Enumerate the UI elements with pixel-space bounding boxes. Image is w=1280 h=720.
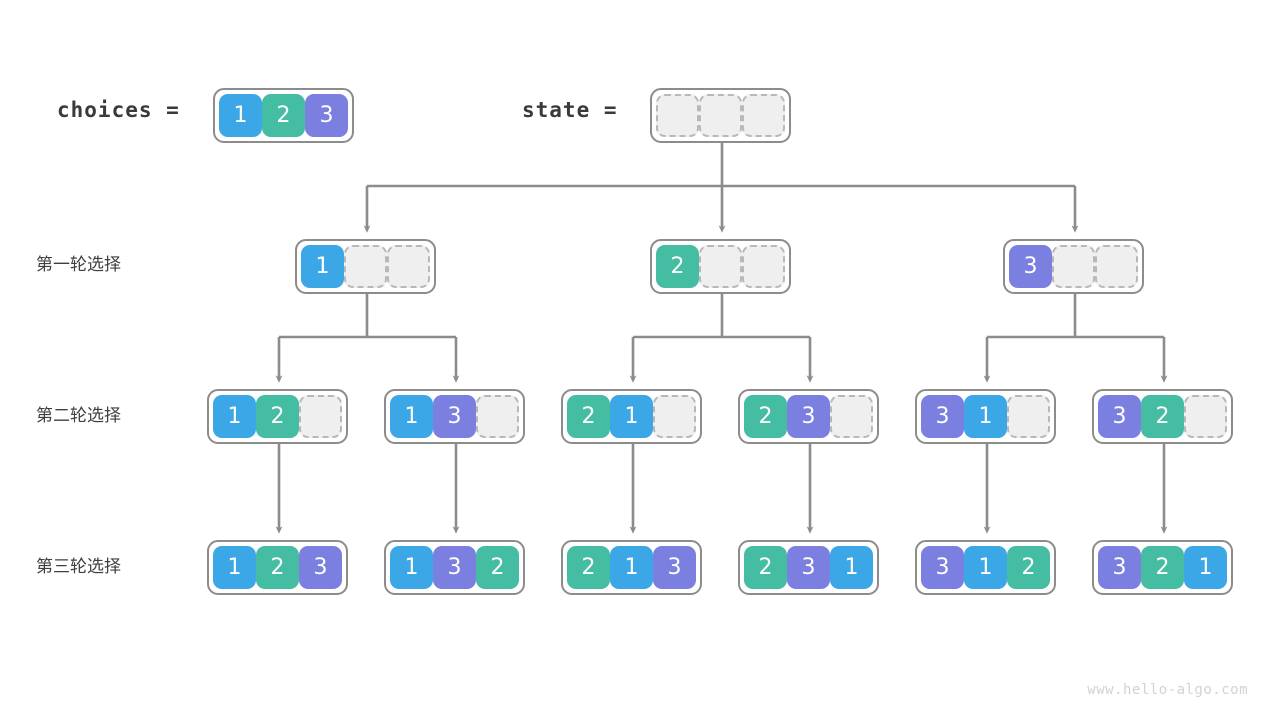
state-cell-filled: 1 [964,546,1007,589]
state-cell-empty [299,395,342,438]
state-cell-filled: 1 [301,245,344,288]
state-cell-filled: 2 [1141,546,1184,589]
state-cell-filled: 2 [256,546,299,589]
state-node-round1-2: 2 [650,239,791,294]
state-cell-filled: 2 [476,546,519,589]
state-cell-empty [344,245,387,288]
state-cell-filled: 3 [787,395,830,438]
state-cell-filled: 1 [830,546,873,589]
state-cell-filled: 3 [1098,395,1141,438]
state-node-round1-3: 3 [1003,239,1144,294]
state-cell-empty [830,395,873,438]
state-cell-filled: 2 [567,546,610,589]
state-cell-filled: 2 [744,395,787,438]
state-cell-filled: 1 [610,546,653,589]
state-cell-filled: 2 [1141,395,1184,438]
state-cell-filled: 1 [610,395,653,438]
state-cell-filled: 1 [390,546,433,589]
state-cell-empty [1184,395,1227,438]
state-cell-filled: 3 [299,546,342,589]
row-label-round2: 第二轮选择 [36,406,121,426]
state-cell-filled: 3 [1098,546,1141,589]
state-cell-filled: 3 [653,546,696,589]
row-label-round3: 第三轮选择 [36,557,121,577]
watermark: www.hello-algo.com [1087,682,1248,698]
state-cell-filled: 3 [921,395,964,438]
state-cell-filled: 1 [1184,546,1227,589]
state-cell-filled: 3 [305,94,348,137]
state-cell-empty [653,395,696,438]
state-cell-empty [742,245,785,288]
state-cell-filled: 1 [219,94,262,137]
state-array [650,88,791,143]
state-cell-empty [1052,245,1095,288]
state-cell-empty [476,395,519,438]
state-node-round1-1: 1 [295,239,436,294]
state-cell-empty [699,94,742,137]
state-cell-filled: 3 [787,546,830,589]
state-cell-filled: 1 [964,395,1007,438]
state-cell-empty [387,245,430,288]
state-label: state = [522,98,618,122]
state-cell-empty [699,245,742,288]
state-cell-filled: 3 [921,546,964,589]
state-cell-empty [656,94,699,137]
state-cell-filled: 2 [1007,546,1050,589]
state-cell-filled: 3 [1009,245,1052,288]
state-cell-filled: 2 [656,245,699,288]
state-cell-empty [1007,395,1050,438]
state-cell-filled: 1 [213,546,256,589]
state-cell-filled: 1 [213,395,256,438]
state-cell-empty [742,94,785,137]
row-label-round1: 第一轮选择 [36,255,121,275]
state-cell-filled: 2 [744,546,787,589]
state-cell-filled: 3 [433,546,476,589]
state-cell-filled: 3 [433,395,476,438]
choices-label: choices = [57,98,180,122]
state-cell-filled: 2 [567,395,610,438]
state-cell-filled: 2 [256,395,299,438]
state-cell-empty [1095,245,1138,288]
state-cell-filled: 1 [390,395,433,438]
state-cell-filled: 2 [262,94,305,137]
